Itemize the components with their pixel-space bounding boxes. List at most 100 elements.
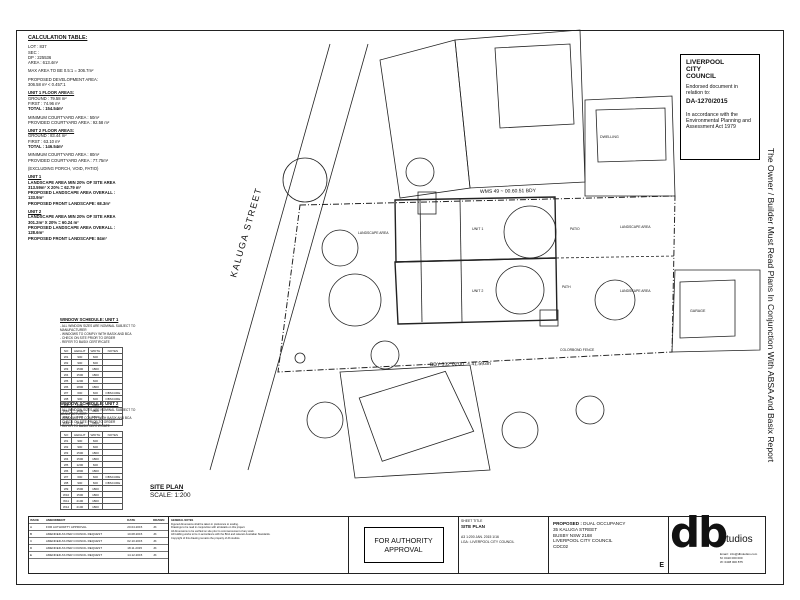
schedule2-cell: 2100: [71, 503, 89, 510]
unit2-landscape-line: 301.2m² X 20% = 60.24 m²: [28, 219, 79, 225]
schedule2-note: - REFER TO BASIX CERTIFICATE: [60, 424, 110, 428]
unit1-court-provided: PROVIDED COURTYARD AREA : 92.58 m²: [28, 119, 110, 125]
schedule2-note: - ALL WINDOW SIZES ARE NOMINAL SUBJECT T…: [60, 408, 136, 416]
amendment-cell: JK: [153, 553, 157, 557]
street-edge: [209, 43, 331, 471]
amendment-cell: AMENDED AS PER COUNCIL REQUEST: [45, 546, 103, 550]
unit2-floor-heading: UNIT 2 FLOOR AREAS:: [28, 128, 75, 134]
proposed-value: DUAL OCCUPANCY: [583, 521, 626, 526]
da-number: DA-1270/2015: [686, 98, 728, 106]
internal-wall: [459, 198, 463, 323]
schedule1-cell: 2100: [71, 419, 89, 426]
street-name: KALUGA STREET: [228, 186, 263, 279]
sheet-title-label: SHEET TITLE: [461, 519, 483, 523]
neighbour-garage: [679, 279, 736, 339]
neighbour-dwelling-right: [595, 107, 667, 163]
unit2-landscape-line: LANDSCAPE AREA MIN 20% OF SITE AREA: [28, 214, 116, 220]
amendment-cell: 02.10.2015: [127, 539, 143, 543]
unit1-ground: GROUND : 79.58 m²: [28, 95, 67, 101]
contact-line: Email : info@dbstudios.com: [720, 552, 758, 556]
tree-symbol: [328, 273, 382, 327]
amendment-row: D AMENDED AS PER COUNCIL REQUEST 18.11.201…: [29, 545, 168, 552]
sheet-title: SITE PLAN: [461, 524, 485, 529]
unit2-total: TOTAL : 146.54m²: [28, 144, 64, 150]
amendment-cell: 18.11.2015: [127, 546, 143, 550]
boundary-bottom: BDY 332°02'00" ~ 41.593m: [430, 361, 491, 368]
tree-symbol: [321, 229, 359, 267]
schedule1-note: - CHECK ON SITE PRIOR TO ORDER: [60, 336, 116, 340]
general-note: Figured dimensions shall be taken in pre…: [171, 522, 239, 526]
site-boundary: [277, 195, 676, 373]
schedule1-note: - WINDOWS TO COMPLY WITH BASIX AND BCA: [60, 332, 132, 336]
issue-letter: E: [659, 562, 664, 570]
endorsed-text: Endorsed document in relation to:: [686, 84, 738, 97]
unit2-first: FIRST : 63.10 m²: [28, 138, 61, 144]
council-name: CITY: [686, 66, 702, 73]
tree-symbol: [306, 401, 344, 439]
neighbour-dwelling-bottom: [358, 370, 475, 462]
unit-2-label: UNIT 2: [472, 289, 483, 293]
tree-symbol: [501, 411, 539, 449]
fence-label: COLORBOND FENCE: [560, 348, 595, 352]
unit2-court-min: MINIMUM COURTYARD AREA : 80m²: [28, 152, 100, 158]
amendment-cell: C: [30, 539, 33, 543]
council-name: COUNCIL: [686, 73, 717, 80]
unit-1-label: UNIT 1: [472, 227, 483, 231]
amendment-cell: JK: [153, 539, 157, 543]
sheet-info: SHEET TITLE SITE PLAN A3 1:200 JAN. 2015…: [459, 517, 549, 573]
neighbour-dwelling-top: [494, 43, 575, 129]
contact-line: W: 0438 000 875: [720, 560, 743, 564]
council-line: LIVERPOOL CITY COUNCIL: [553, 538, 613, 544]
unit1-landscape-line: PROPOSED FRONT LANDSCAPE: 68.3m²: [28, 200, 111, 206]
calculation-table: CALCULATION TABLE: LOT : 837 SEC : DP : …: [28, 35, 116, 241]
amendment-cell: JK: [153, 525, 157, 529]
unit2-landscape-heading: UNIT 2: [28, 209, 42, 215]
address-line: BUSBY NSW 2168: [553, 532, 592, 538]
unit2-landscape-line: PROPOSED FRONT LANDSCAPE: 84m²: [28, 235, 107, 241]
neighbour-lot-bottom: [339, 364, 491, 479]
address-line: 35 KALUGA STREET: [553, 526, 598, 532]
landscape-label-rear-2: LANDSCAPE AREA: [620, 289, 651, 293]
unit-2-footprint: [394, 257, 558, 325]
logo-mark: db: [670, 508, 728, 557]
contact-line: M: 0410 000 000: [720, 556, 743, 560]
schedule2-note: - WINDOWS TO COMPLY WITH BASIX AND BCA: [60, 416, 132, 420]
general-note: Drawings to be read in conjunction with …: [171, 526, 246, 530]
schedule1-title: WINDOW SCHEDULE: UNIT 1: [60, 317, 119, 322]
council-endorsement-stamp: LIVERPOOL CITY COUNCIL Endorsed document…: [680, 54, 760, 160]
amendment-cell: JK: [153, 532, 157, 536]
dividing-fence: [555, 255, 676, 259]
amendment-cell: E: [30, 553, 33, 557]
unit2-ground: GROUND : 83.44 m²: [28, 133, 67, 139]
window-schedule-unit2: WINDOW SCHEDULE: UNIT 2 - ALL WINDOW SIZ…: [59, 401, 140, 510]
calc-dp: DP : 225536: [28, 54, 52, 60]
amend-header: ISSUE: [30, 518, 40, 522]
calc-max-area: MAX AREA TO BE 0.5:1 = 306.7m²: [28, 68, 94, 74]
neighbour-dwelling-label: DWELLING: [600, 135, 619, 139]
unit2-court-provided: PROVIDED COURTYARD AREA : 77.75m²: [28, 157, 109, 163]
patio-label: PATIO: [570, 227, 580, 231]
authority-approval-box: FOR AUTHORITY APPROVAL: [363, 527, 444, 563]
calc-area: AREA : 613.4m²: [28, 60, 59, 66]
amendment-cell: A: [30, 525, 33, 529]
unit1-landscape-line: 133.9m²: [28, 195, 44, 201]
neighbour-lot-right-lower: [671, 269, 761, 353]
calc-proposed-label: PROPOSED DEVELOPMENT AREA:: [28, 76, 98, 82]
amendment-cell: D: [30, 546, 33, 550]
porch-unit-1: [417, 191, 437, 215]
landscape-label-rear: LANDSCAPE AREA: [620, 225, 651, 229]
calc-lot: LOT : 837: [28, 44, 47, 50]
tree-symbol: [575, 395, 605, 425]
general-notes: GENERAL NOTES Figured dimensions shall b…: [169, 517, 349, 573]
